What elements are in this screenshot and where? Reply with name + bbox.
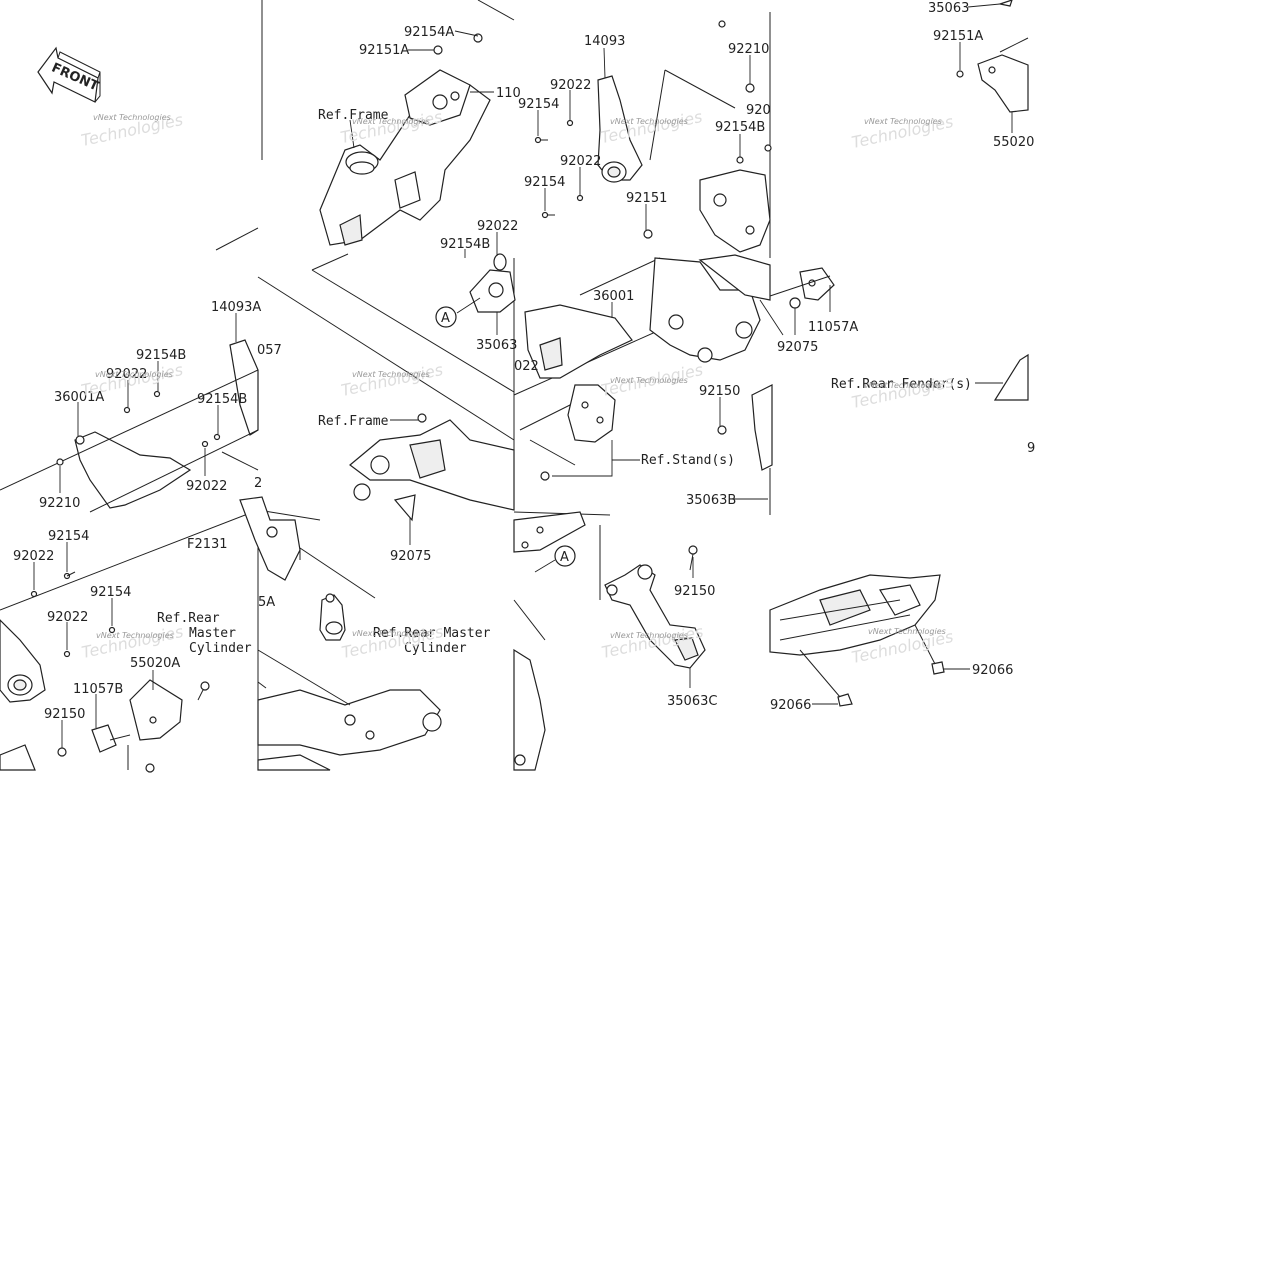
rear-fender-panel [769,574,945,707]
callout-92022-l2: 92022 [186,479,227,494]
callout-92022-l: 92022 [106,367,147,382]
callout-ref-rear-fender: Ref.Rear Fender(s) [831,377,972,392]
rear-master-cylinder-panel [239,496,442,771]
callout-5A: 5A [258,595,275,610]
callout-55020A: 55020A [130,656,180,671]
svg-text:Technologies: Technologies [79,360,184,400]
callout-11057A: 11057A [808,320,858,335]
reference-a-circle [435,306,457,328]
right-footpeg-bracket-panel [534,12,772,258]
watermark-12: vNext Technologies [868,627,946,636]
callout-35063B: 35063B [686,493,736,508]
watermark-group: Technologies vNext Technologies Technolo… [79,107,955,667]
callout-92151A: 92151A [359,43,409,58]
callout-92154-b: 92154 [524,175,565,190]
callout-A-1: A [441,311,450,326]
watermark-3: vNext Technologies [610,117,688,126]
callout-ref-rear-master-m1: Ref.Rear Master [373,626,491,641]
callout-A-2: A [560,550,569,565]
callout-92075-mid: 92075 [390,549,431,564]
watermark-10: vNext Technologies [352,629,430,638]
callout-55020: 55020 [993,135,1034,150]
callout-92210-top: 92210 [728,42,769,57]
callout-920: 920 [746,103,771,118]
rear-bracket-panel [513,511,706,771]
svg-text:Technologies: Technologies [339,360,444,400]
callout-36001A: 36001A [54,390,104,405]
callout-92075-r: 92075 [777,340,818,355]
watermark-8: vNext Technologies [864,381,942,390]
callout-92154A: 92154A [404,25,454,40]
callout-11057B: 11057B [73,682,123,697]
head-pipe-panel [215,0,515,251]
callout-36001: 36001 [593,289,634,304]
callout-35063C: 35063C [667,694,717,709]
watermark-2: vNext Technologies [352,117,430,126]
callout-14093A: 14093A [211,300,261,315]
callout-92022-b: 92022 [560,154,601,169]
callout-92154B-top: 92154B [715,120,765,135]
callout-ref-frame-top: Ref.Frame [318,108,389,123]
callout-92154B-l: 92154B [136,348,186,363]
callout-92154-bl: 92154 [48,529,89,544]
heel-guard-panel [956,0,1029,113]
callout-92150-br: 92150 [674,584,715,599]
callout-35063-mid: 35063 [476,338,517,353]
callout-2: 2 [254,476,262,491]
callout-92022-c: 92022 [477,219,518,234]
callout-92066-a: 92066 [972,663,1013,678]
callout-92154-a: 92154 [518,97,559,112]
reference-a-circle-2 [554,545,576,567]
bolt-icon [534,136,548,144]
callout-ref-rear-master-l3: Cylinder [189,641,252,656]
callout-92066-b: 92066 [770,698,811,713]
callout-ref-rear-master-l1: Ref.Rear [157,611,220,626]
watermark-4: vNext Technologies [864,117,942,126]
callout-ref-stands: Ref.Stand(s) [641,453,735,468]
callout-92150-mid: 92150 [699,384,740,399]
left-footpeg-panel [0,505,259,773]
watermark-9: vNext Technologies [96,631,174,640]
callout-92022-bl: 92022 [13,549,54,564]
watermark-6: vNext Technologies [352,370,430,379]
watermark-7: vNext Technologies [610,376,688,385]
callout-92022-bl2: 92022 [47,610,88,625]
watermark-11: vNext Technologies [610,631,688,640]
callout-ref-rear-master-l2: Master [189,626,236,641]
callout-92154B-c: 92154B [440,237,490,252]
callout-057: 057 [257,343,282,358]
callout-92151: 92151 [626,191,667,206]
callout-F2131: F2131 [187,537,228,552]
callout-022: 022 [514,359,539,374]
callout-35063-top: 35063 [928,1,969,16]
callout-92154-bl2: 92154 [90,585,131,600]
callout-110: 110 [496,86,521,101]
callout-92151A-tr: 92151A [933,29,983,44]
front-arrow-icon: FRONT [37,46,101,103]
callout-92210-l: 92210 [39,496,80,511]
callout-14093: 14093 [584,34,625,49]
callout-92150-bl: 92150 [44,707,85,722]
callout-ref-frame-mid: Ref.Frame [318,414,389,429]
watermark-5: vNext Technologies [95,370,173,379]
callout-92154B-l2: 92154B [197,392,247,407]
callout-92022-a: 92022 [550,78,591,93]
callout-ref-rear-master-m2: Cylinder [404,641,467,656]
callout-9: 9 [1027,441,1035,456]
watermark-1: vNext Technologies [93,113,171,122]
frame-center-panel [0,253,1029,522]
